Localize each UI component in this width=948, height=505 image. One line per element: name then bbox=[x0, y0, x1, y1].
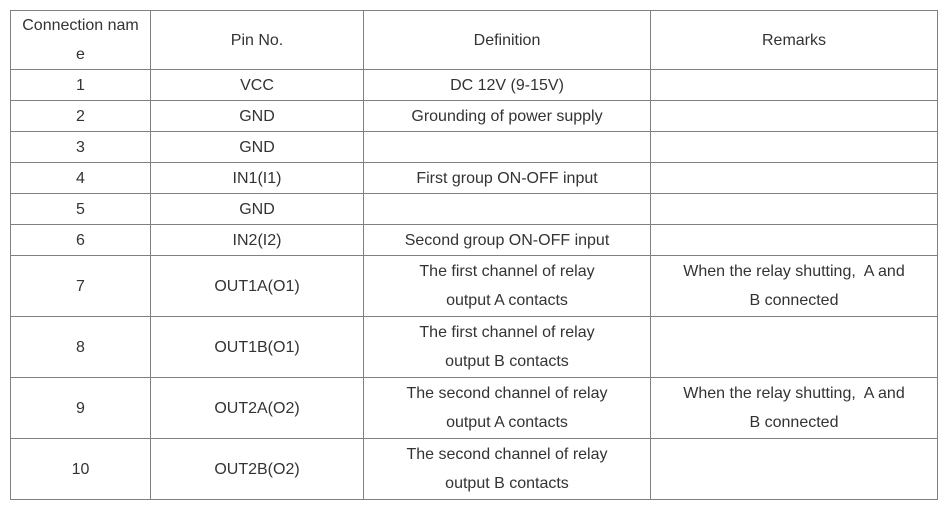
cell-pin-no: VCC bbox=[150, 69, 364, 101]
cell-pin-no: OUT1B(O1) bbox=[150, 316, 364, 378]
cell-connection-name: 1 bbox=[10, 69, 151, 101]
cell-remarks bbox=[650, 100, 938, 132]
cell-remarks bbox=[650, 438, 938, 500]
table-row: 5 GND bbox=[10, 193, 938, 225]
cell-definition: Second group ON-OFF input bbox=[363, 224, 651, 256]
cell-connection-name: 8 bbox=[10, 316, 151, 378]
cell-connection-name: 10 bbox=[10, 438, 151, 500]
cell-definition: Grounding of power supply bbox=[363, 100, 651, 132]
cell-pin-no: IN1(I1) bbox=[150, 162, 364, 194]
cell-remarks bbox=[650, 131, 938, 163]
cell-pin-no: GND bbox=[150, 193, 364, 225]
cell-connection-name: 9 bbox=[10, 377, 151, 439]
cell-remarks bbox=[650, 316, 938, 378]
cell-pin-no: OUT2A(O2) bbox=[150, 377, 364, 439]
cell-connection-name: 5 bbox=[10, 193, 151, 225]
table-row: 3 GND bbox=[10, 131, 938, 163]
cell-definition: The first channel of relay output B cont… bbox=[363, 316, 651, 378]
table-row: 4 IN1(I1) First group ON-OFF input bbox=[10, 162, 938, 194]
cell-remarks: When the relay shutting, A and B connect… bbox=[650, 377, 938, 439]
cell-pin-no: GND bbox=[150, 100, 364, 132]
cell-connection-name: 7 bbox=[10, 255, 151, 317]
cell-pin-no: OUT2B(O2) bbox=[150, 438, 364, 500]
table-row: 8 OUT1B(O1) The first channel of relay o… bbox=[10, 316, 938, 378]
cell-connection-name: 6 bbox=[10, 224, 151, 256]
cell-remarks bbox=[650, 193, 938, 225]
table-row: 7 OUT1A(O1) The first channel of relay o… bbox=[10, 255, 938, 317]
cell-definition: DC 12V (9-15V) bbox=[363, 69, 651, 101]
table-row: 10 OUT2B(O2) The second channel of relay… bbox=[10, 438, 938, 500]
cell-connection-name: 2 bbox=[10, 100, 151, 132]
cell-definition: The second channel of relay output B con… bbox=[363, 438, 651, 500]
header-pin-no: Pin No. bbox=[150, 10, 364, 70]
cell-definition: The second channel of relay output A con… bbox=[363, 377, 651, 439]
table-row: 6 IN2(I2) Second group ON-OFF input bbox=[10, 224, 938, 256]
cell-pin-no: IN2(I2) bbox=[150, 224, 364, 256]
header-remarks: Remarks bbox=[650, 10, 938, 70]
cell-pin-no: GND bbox=[150, 131, 364, 163]
cell-definition: The first channel of relay output A cont… bbox=[363, 255, 651, 317]
table-body: 1 VCC DC 12V (9-15V) 2 GND Grounding of … bbox=[10, 69, 938, 500]
cell-definition bbox=[363, 193, 651, 225]
cell-remarks bbox=[650, 224, 938, 256]
header-definition: Definition bbox=[363, 10, 651, 70]
cell-remarks: When the relay shutting, A and B connect… bbox=[650, 255, 938, 317]
cell-remarks bbox=[650, 162, 938, 194]
header-connection-name: Connection nam e bbox=[10, 10, 151, 70]
table-row: 1 VCC DC 12V (9-15V) bbox=[10, 69, 938, 101]
cell-connection-name: 4 bbox=[10, 162, 151, 194]
table-row: 2 GND Grounding of power supply bbox=[10, 100, 938, 132]
pin-definition-table: Connection nam e Pin No. Definition Rema… bbox=[10, 10, 938, 500]
cell-definition: First group ON-OFF input bbox=[363, 162, 651, 194]
table-header-row: Connection nam e Pin No. Definition Rema… bbox=[10, 10, 938, 70]
table-row: 9 OUT2A(O2) The second channel of relay … bbox=[10, 377, 938, 439]
cell-pin-no: OUT1A(O1) bbox=[150, 255, 364, 317]
cell-remarks bbox=[650, 69, 938, 101]
cell-connection-name: 3 bbox=[10, 131, 151, 163]
cell-definition bbox=[363, 131, 651, 163]
